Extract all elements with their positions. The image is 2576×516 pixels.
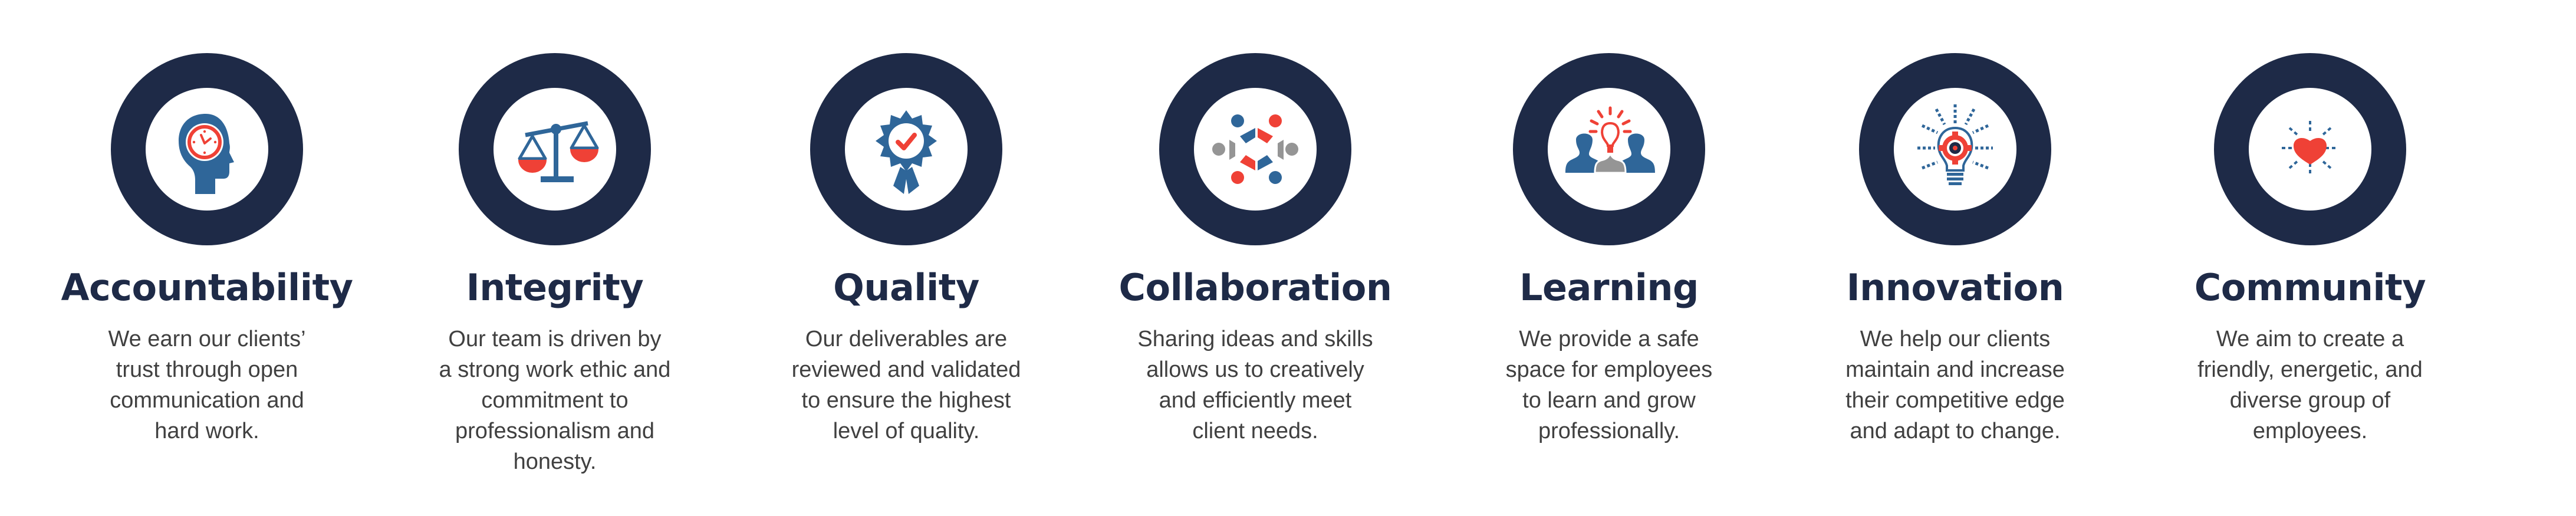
ring-badge (810, 53, 1002, 245)
value-description: Our deliverables are reviewed and valida… (791, 327, 1021, 443)
value-card-community: Community We aim to create a friendly, e… (2139, 0, 2481, 516)
balance-scale-icon (518, 121, 599, 182)
value-title: Integrity (466, 266, 644, 309)
value-card-collaboration: Collaboration Sharing ideas and skills a… (1084, 0, 1426, 516)
radiant-heart-icon (2282, 121, 2338, 175)
value-card-learning: Learning We provide a safe space for emp… (1438, 0, 1780, 516)
value-card-quality: Quality Our deliverables are reviewed an… (735, 0, 1077, 516)
team-circle-icon (1212, 114, 1298, 184)
value-description: We earn our clients’ trust through open … (108, 327, 306, 443)
value-title: Community (2194, 266, 2426, 309)
head-clock-icon (179, 114, 234, 194)
ring-badge (111, 53, 303, 245)
value-card-accountability: Accountability We earn our clients’ trus… (36, 0, 378, 516)
ring-badge (459, 53, 651, 245)
people-lightbulb-icon (1565, 106, 1655, 174)
value-title: Innovation (1846, 266, 2064, 309)
value-description: We provide a safe space for employees to… (1505, 327, 1713, 443)
value-title: Collaboration (1118, 266, 1392, 309)
value-title: Learning (1519, 266, 1699, 309)
ring-badge (1159, 53, 1351, 245)
value-description: We aim to create a friendly, energetic, … (2197, 327, 2423, 443)
ring-badge (2214, 53, 2406, 245)
value-card-integrity: Integrity Our team is driven by a strong… (384, 0, 726, 516)
value-description: Our team is driven by a strong work ethi… (439, 327, 671, 474)
value-description: Sharing ideas and skills allows us to cr… (1137, 327, 1373, 443)
value-description: We help our clients maintain and increas… (1845, 327, 2065, 443)
award-ribbon-check-icon (876, 110, 937, 194)
ring-badge (1859, 53, 2051, 245)
ring-badge (1513, 53, 1705, 245)
value-card-innovation: Innovation We help our clients maintain … (1784, 0, 2126, 516)
value-title: Quality (833, 266, 979, 309)
value-title: Accountability (61, 266, 353, 309)
lightbulb-gear-icon (1917, 104, 1993, 185)
